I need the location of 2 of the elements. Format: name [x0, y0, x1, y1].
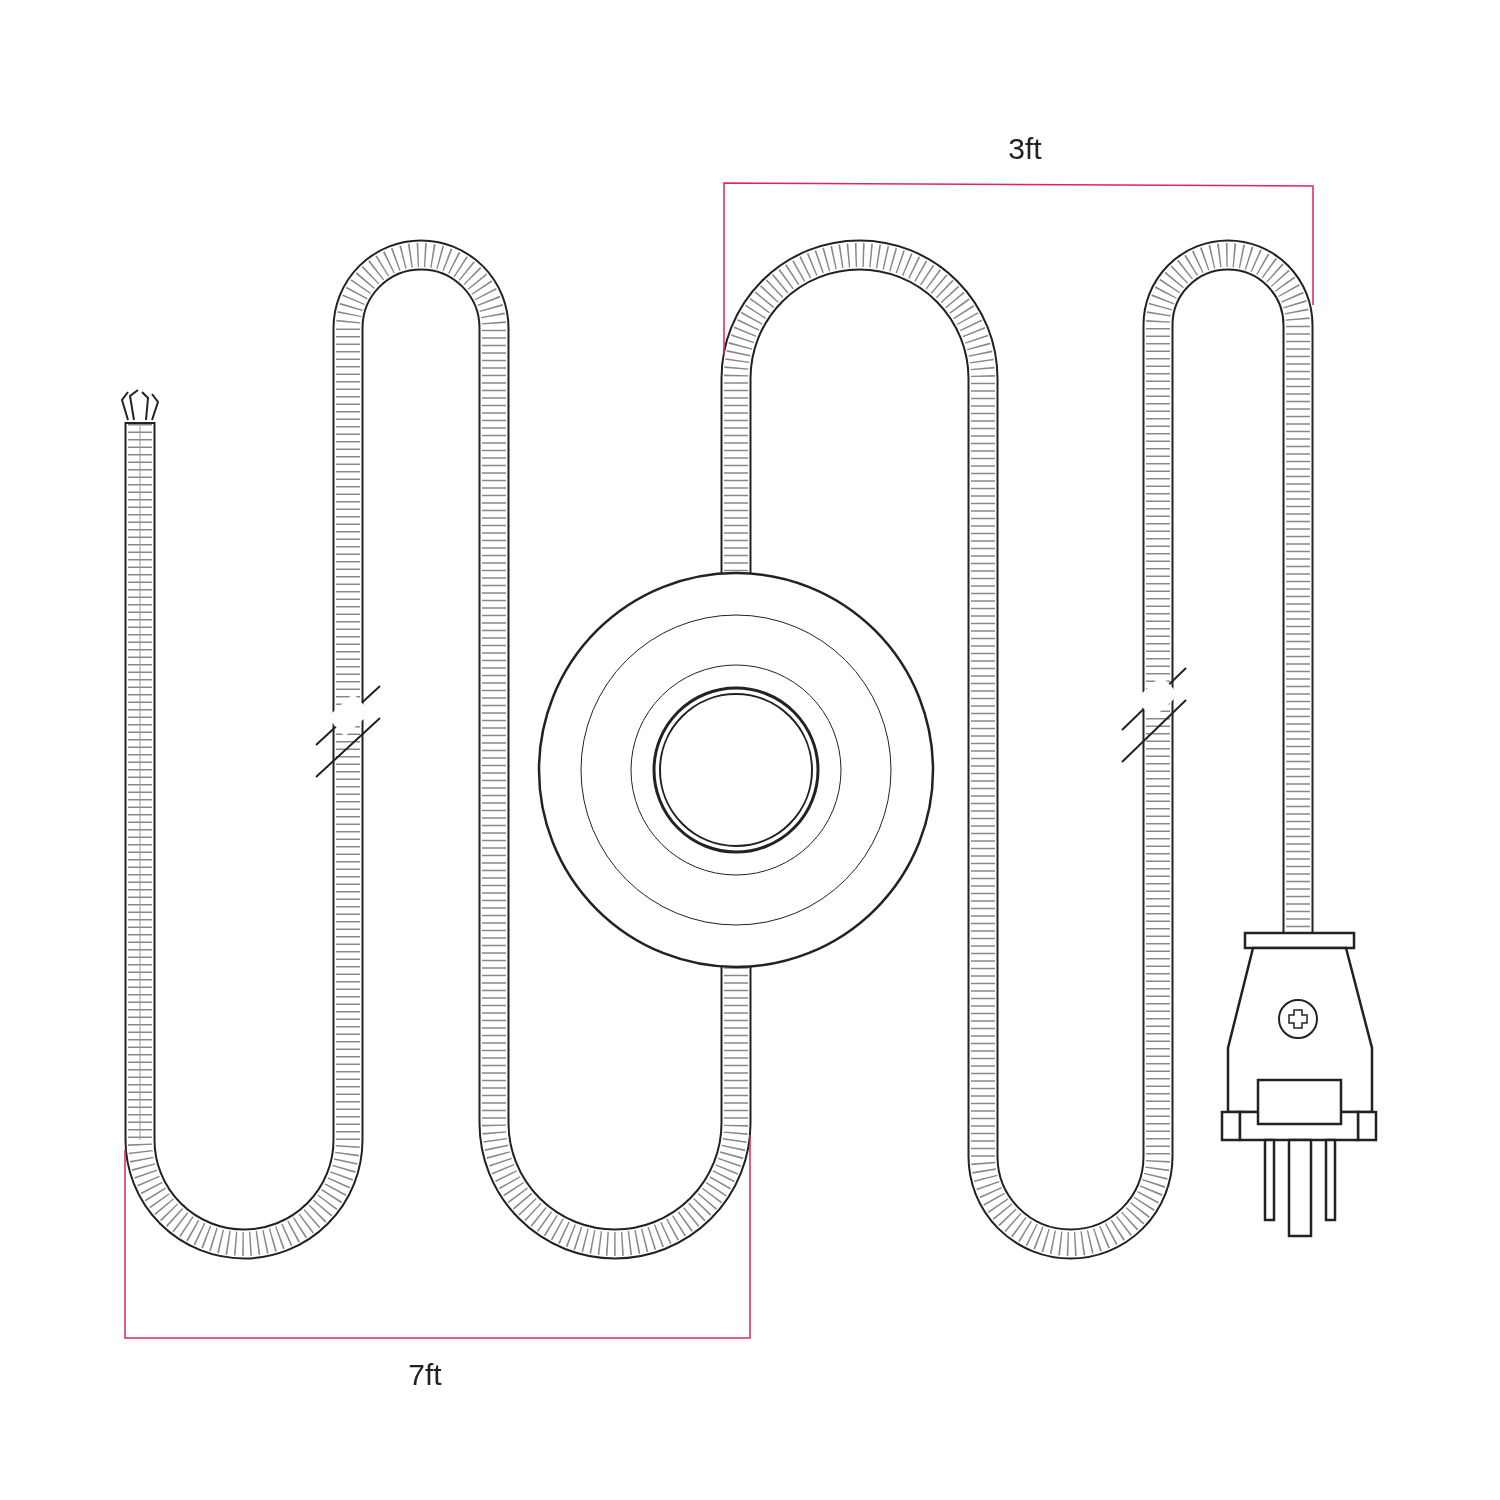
dimension-label: 3ft — [1008, 132, 1042, 166]
dimension-label: 7ft — [408, 1358, 442, 1392]
